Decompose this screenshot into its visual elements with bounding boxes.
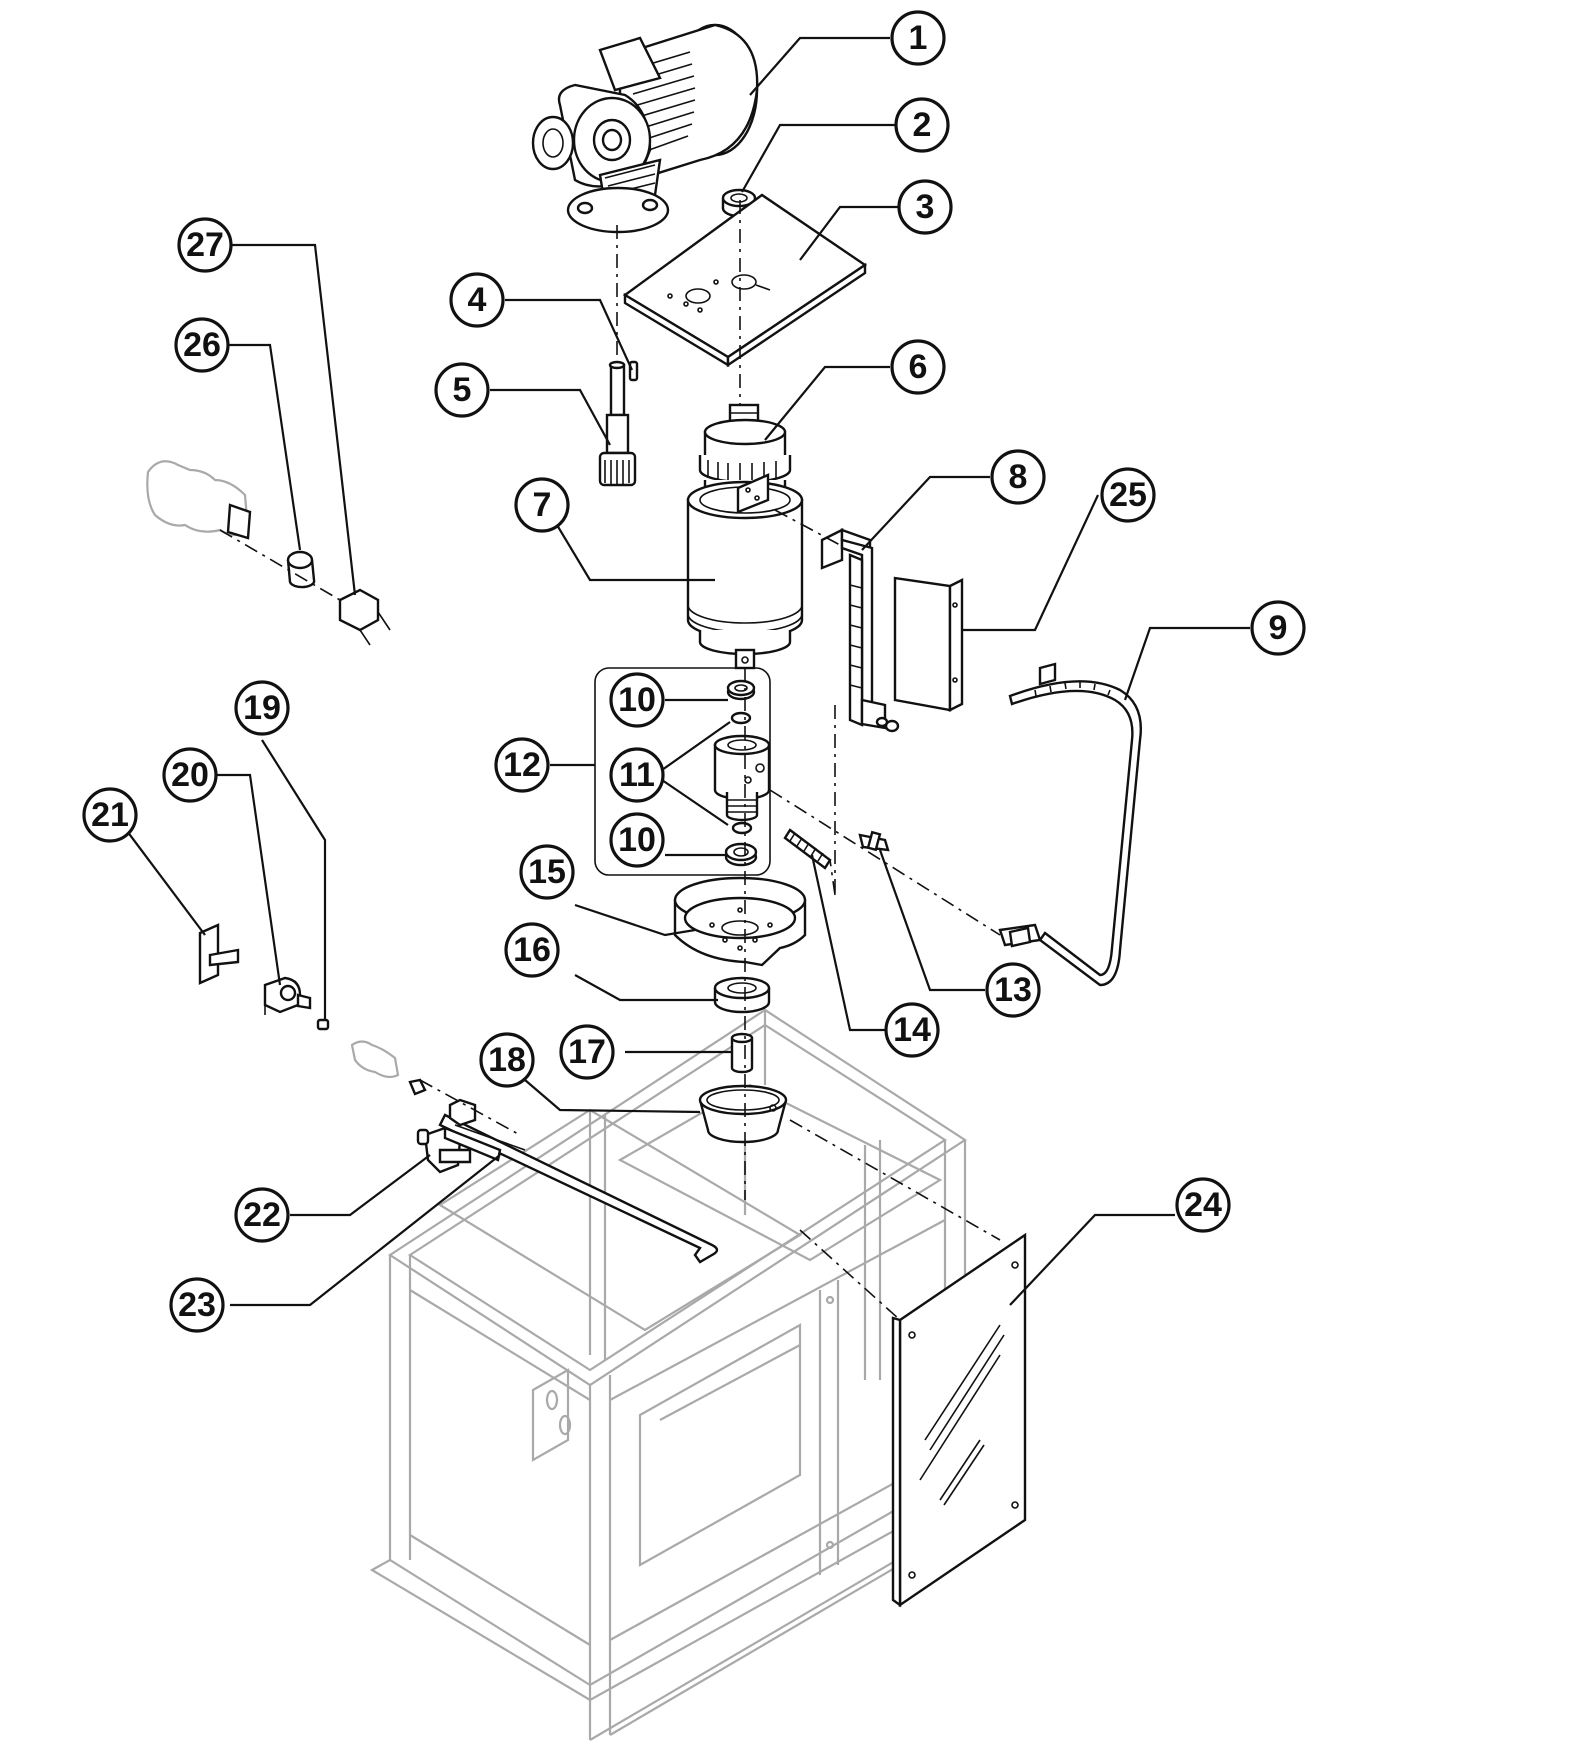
spacer-sleeve xyxy=(730,1032,754,1074)
callout-6: 6 xyxy=(890,339,946,395)
shaft xyxy=(598,360,637,487)
cabinet-frame xyxy=(369,1008,988,1741)
svg-text:7: 7 xyxy=(533,486,552,524)
callout-15: 15 xyxy=(519,844,575,900)
svg-text:26: 26 xyxy=(183,326,221,364)
svg-text:6: 6 xyxy=(909,348,928,386)
drain-cup xyxy=(698,1084,788,1144)
callout-26: 26 xyxy=(174,317,230,373)
svg-text:22: 22 xyxy=(243,1196,281,1234)
svg-text:3: 3 xyxy=(916,188,935,226)
splash-deflector xyxy=(673,876,807,967)
wall-flange xyxy=(198,923,240,985)
nozzle-body xyxy=(713,734,771,822)
svg-text:16: 16 xyxy=(513,931,551,969)
svg-text:20: 20 xyxy=(171,756,209,794)
svg-text:9: 9 xyxy=(1269,609,1288,647)
spray-pipe xyxy=(998,662,1142,987)
callout-18: 18 xyxy=(479,1032,535,1088)
hose-barb-large xyxy=(146,460,252,540)
callout-7: 7 xyxy=(514,477,570,533)
bearing-upper xyxy=(726,679,756,701)
callout-14: 14 xyxy=(884,1002,940,1058)
mounting-bracket xyxy=(820,528,900,733)
hub-coupling xyxy=(698,403,792,484)
hose-barb-small xyxy=(350,1040,427,1096)
svg-text:19: 19 xyxy=(243,689,281,727)
svg-text:14: 14 xyxy=(893,1011,931,1049)
callout-5: 5 xyxy=(434,362,490,418)
callout-10-lower: 10 xyxy=(609,812,665,868)
callout-17: 17 xyxy=(559,1024,615,1080)
key xyxy=(628,360,639,382)
callout-4: 4 xyxy=(449,272,505,328)
fitting-13 xyxy=(858,830,890,852)
valve xyxy=(263,976,312,1015)
svg-text:27: 27 xyxy=(186,226,224,264)
hose-clamp-ring xyxy=(286,550,316,589)
motor xyxy=(531,23,759,234)
o-ring-upper xyxy=(730,711,752,725)
callout-8: 8 xyxy=(990,449,1046,505)
callout-12: 12 xyxy=(494,737,550,793)
callout-2: 2 xyxy=(894,97,950,153)
bearing-lower xyxy=(724,842,758,867)
svg-text:12: 12 xyxy=(503,746,541,784)
mounting-plate xyxy=(622,193,868,368)
callout-13: 13 xyxy=(985,962,1041,1018)
svg-text:10: 10 xyxy=(618,681,656,719)
svg-text:15: 15 xyxy=(528,853,566,891)
svg-text:21: 21 xyxy=(91,796,129,834)
callout-19: 19 xyxy=(234,680,290,736)
callout-1: 1 xyxy=(890,10,946,66)
callout-11: 11 xyxy=(609,747,665,803)
callout-16: 16 xyxy=(504,922,560,978)
svg-text:4: 4 xyxy=(468,281,487,319)
svg-text:17: 17 xyxy=(568,1033,606,1071)
callout-21: 21 xyxy=(82,787,138,843)
callouts: 1 2 3 4 5 6 7 8 25 9 10 11 12 10 15 13 1… xyxy=(82,10,1306,1333)
svg-text:11: 11 xyxy=(619,756,655,794)
callout-20: 20 xyxy=(162,747,218,803)
callout-10-upper: 10 xyxy=(609,672,665,728)
svg-text:18: 18 xyxy=(488,1041,526,1079)
o-ring-lower xyxy=(731,821,753,835)
svg-text:1: 1 xyxy=(909,19,928,57)
svg-text:2: 2 xyxy=(913,106,932,144)
small-plug xyxy=(316,1018,330,1031)
svg-text:24: 24 xyxy=(1184,1186,1222,1224)
svg-text:25: 25 xyxy=(1109,476,1147,514)
callout-24: 24 xyxy=(1175,1177,1231,1233)
union-nut xyxy=(338,588,391,646)
svg-text:10: 10 xyxy=(618,821,656,859)
glass-panel xyxy=(891,1232,1027,1608)
side-plate xyxy=(893,576,964,712)
leader-lines xyxy=(114,36,1250,1307)
assembly-centerlines xyxy=(219,200,1001,1321)
callout-25: 25 xyxy=(1100,467,1156,523)
svg-text:23: 23 xyxy=(178,1286,216,1324)
callout-22: 22 xyxy=(234,1187,290,1243)
lock-nut xyxy=(713,976,771,1014)
cylinder-housing xyxy=(686,473,804,670)
callout-9: 9 xyxy=(1250,600,1306,656)
callout-27: 27 xyxy=(177,217,233,273)
callout-23: 23 xyxy=(169,1277,225,1333)
drain-rod xyxy=(438,1113,719,1264)
threaded-nipple xyxy=(783,828,832,870)
svg-text:13: 13 xyxy=(994,971,1032,1009)
svg-text:8: 8 xyxy=(1009,458,1028,496)
callout-3: 3 xyxy=(897,179,953,235)
svg-text:5: 5 xyxy=(453,371,472,409)
drain-valve xyxy=(416,1098,502,1174)
